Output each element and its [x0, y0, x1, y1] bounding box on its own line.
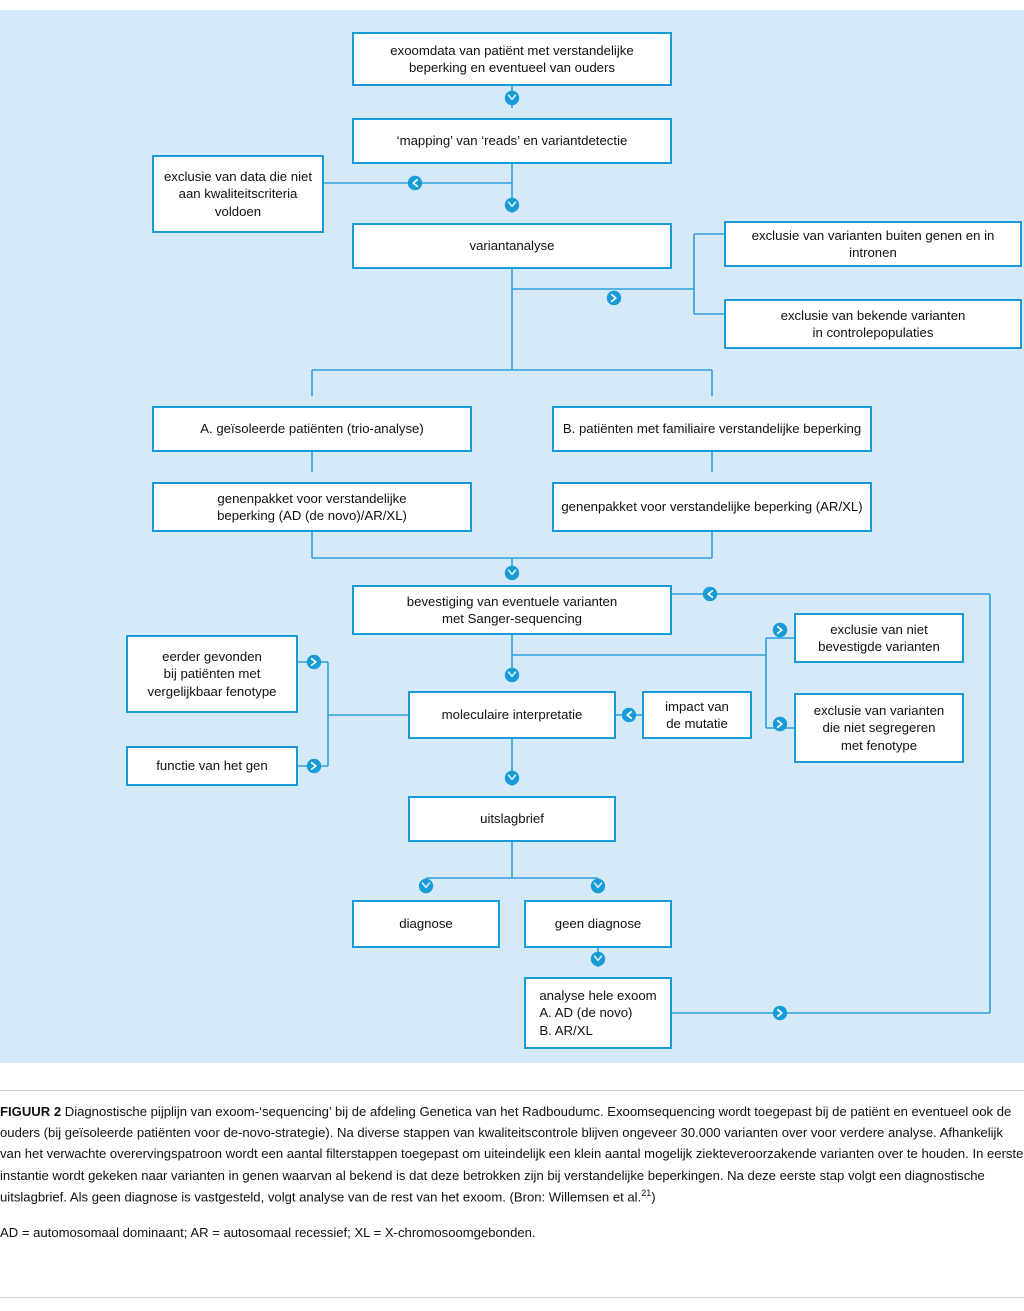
node-bevestiging-sanger-label: bevestiging van eventuele varianten met … — [406, 593, 618, 626]
node-functie-gen: functie van het gen — [126, 746, 298, 786]
node-eerder-gevonden: eerder gevonden bij patiënten met vergel… — [126, 635, 298, 713]
node-genenpakket-a: genenpakket voor verstandelijke beperkin… — [152, 482, 472, 532]
node-groep-b-label: B. patiënten met familiaire verstandelij… — [562, 421, 862, 437]
node-geen-diagnose: geen diagnose — [524, 900, 672, 948]
marker-right-exclusie-niet-bevestigd — [772, 622, 788, 638]
node-variantanalyse: variantanalyse — [352, 223, 672, 269]
figure-label: FIGUUR 2 — [0, 1104, 62, 1119]
caption-body: Diagnostische pijplijn van exoom-‘sequen… — [0, 1104, 1024, 1205]
node-impact-mutatie-label: impact van de mutatie — [665, 698, 729, 731]
node-groep-b: B. patiënten met familiaire verstandelij… — [552, 406, 872, 452]
marker-right-variantanalyse-exclusies — [606, 290, 622, 306]
marker-left-return-bevestiging — [702, 586, 718, 602]
node-exoomdata: exoomdata van patiënt met verstandelijke… — [352, 32, 672, 86]
node-mapping-label: ‘mapping’ van ‘reads’ en variantdetectie — [396, 133, 628, 149]
node-genenpakket-b-label: genenpakket voor verstandelijke beperkin… — [561, 499, 863, 515]
node-analyse-hele-exoom: analyse hele exoom A. AD (de novo) B. AR… — [524, 977, 672, 1049]
marker-right-analyse-return — [772, 1005, 788, 1021]
node-exclusie-kwaliteit: exclusie van data die niet aan kwaliteit… — [152, 155, 324, 233]
node-exclusie-segregatie-label: exclusie van varianten die niet segreger… — [813, 702, 945, 753]
node-exclusie-introns-label: exclusie van varianten buiten genen en i… — [751, 227, 995, 260]
node-exclusie-introns: exclusie van varianten buiten genen en i… — [724, 221, 1022, 267]
node-diagnose-label: diagnose — [399, 916, 453, 932]
flowchart: exoomdata van patiënt met verstandelijke… — [0, 10, 1024, 1063]
marker-down-geen-diagnose-analyse — [590, 951, 606, 967]
node-moleculaire-interpretatie-label: moleculaire interpretatie — [441, 707, 583, 723]
node-exclusie-kwaliteit-label: exclusie van data die niet aan kwaliteit… — [163, 168, 313, 219]
arrow-markers — [306, 90, 788, 1021]
caption-divider-top — [0, 1090, 1024, 1091]
marker-down-mapping-variantanalyse — [504, 197, 520, 213]
node-diagnose: diagnose — [352, 900, 500, 948]
top-white-strip — [0, 0, 1024, 10]
node-exoomdata-label: exoomdata van patiënt met verstandelijke… — [390, 42, 634, 75]
node-exclusie-niet-bevestigd-label: exclusie van niet bevestigde varianten — [818, 621, 940, 654]
node-exclusie-controlepopulaties-label: exclusie van bekende varianten in contro… — [780, 307, 966, 340]
caption-divider-bottom — [0, 1297, 1024, 1298]
node-moleculaire-interpretatie: moleculaire interpretatie — [408, 691, 616, 739]
caption-tail: ) — [651, 1189, 656, 1205]
node-geen-diagnose-label: geen diagnose — [554, 916, 642, 932]
node-analyse-hele-exoom-label: analyse hele exoom A. AD (de novo) B. AR… — [539, 987, 657, 1038]
node-genenpakket-a-label: genenpakket voor verstandelijke beperkin… — [217, 490, 407, 523]
marker-left-impact-interpretatie — [621, 707, 637, 723]
marker-down-bevestiging-interpretatie — [504, 667, 520, 683]
node-exclusie-controlepopulaties: exclusie van bekende varianten in contro… — [724, 299, 1022, 349]
node-eerder-gevonden-label: eerder gevonden bij patiënten met vergel… — [147, 648, 277, 699]
node-variantanalyse-label: variantanalyse — [469, 238, 555, 254]
marker-right-functie-gen — [306, 758, 322, 774]
node-groep-a: A. geïsoleerde patiënten (trio-analyse) — [152, 406, 472, 452]
caption-text: FIGUUR 2 Diagnostische pijplijn van exoo… — [0, 1101, 1024, 1207]
marker-down-genenpakket-bevestiging — [504, 565, 520, 581]
node-exclusie-niet-bevestigd: exclusie van niet bevestigde varianten — [794, 613, 964, 663]
node-uitslagbrief-label: uitslagbrief — [480, 811, 544, 827]
node-groep-a-label: A. geïsoleerde patiënten (trio-analyse) — [200, 421, 424, 437]
marker-right-exclusie-segregatie — [772, 716, 788, 732]
figure-caption: FIGUUR 2 Diagnostische pijplijn van exoo… — [0, 1101, 1024, 1244]
marker-left-mapping-exclusie-kwaliteit — [407, 175, 423, 191]
caption-abbreviations: AD = automosomaal dominaant; AR = autoso… — [0, 1225, 536, 1241]
marker-down-interpretatie-uitslagbrief — [504, 770, 520, 786]
marker-down-exoomdata-mapping — [504, 90, 520, 106]
caption-reference-superscript: 21 — [641, 1187, 652, 1198]
node-genenpakket-b: genenpakket voor verstandelijke beperkin… — [552, 482, 872, 532]
node-impact-mutatie: impact van de mutatie — [642, 691, 752, 739]
marker-down-uitslagbrief-geen-diagnose — [590, 878, 606, 894]
node-functie-gen-label: functie van het gen — [156, 758, 268, 774]
node-uitslagbrief: uitslagbrief — [408, 796, 616, 842]
node-bevestiging-sanger: bevestiging van eventuele varianten met … — [352, 585, 672, 635]
marker-down-uitslagbrief-diagnose — [418, 878, 434, 894]
marker-right-eerder-gevonden — [306, 654, 322, 670]
node-exclusie-segregatie: exclusie van varianten die niet segreger… — [794, 693, 964, 763]
flowchart-connectors — [298, 76, 991, 1021]
node-mapping: ‘mapping’ van ‘reads’ en variantdetectie — [352, 118, 672, 164]
